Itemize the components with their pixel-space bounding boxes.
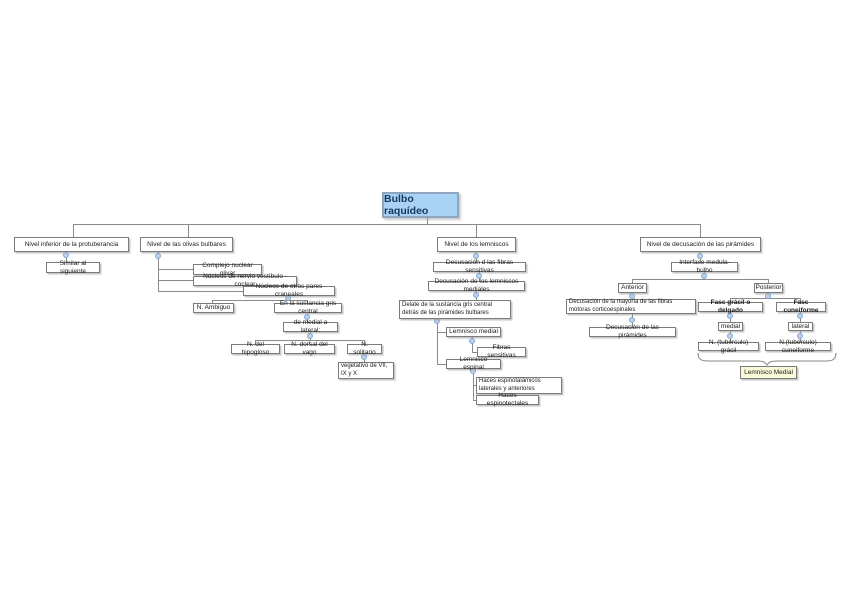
link-dot-icon xyxy=(629,293,635,299)
connector-line xyxy=(473,400,476,401)
link-dot-icon xyxy=(473,292,479,298)
node-decusacion-fibras-motoras: Decusación de la mayoría de las fibras m… xyxy=(566,299,696,314)
connector-line xyxy=(73,224,74,237)
node-decusacion-lemniscos-mediales: Decusación de los lemniscos mediales xyxy=(428,278,525,293)
connector-line xyxy=(476,224,477,237)
link-dot-icon xyxy=(304,314,310,320)
node-de-medial-a-lateral: de medial a lateral: xyxy=(283,319,338,334)
node-decusacion-de-las-piramides: Decusación de las pirámides xyxy=(589,324,676,339)
link-dot-icon xyxy=(361,354,367,360)
link-dot-icon xyxy=(727,313,733,319)
node-nivel-decusacion-piramides: Nivel de decusación de las pirámides xyxy=(640,237,761,252)
node-posterior: Posterior xyxy=(754,283,783,293)
connector-line xyxy=(472,352,477,353)
node-n-ambiguo: N. Ambiguo xyxy=(193,303,234,313)
connector-line xyxy=(158,252,159,291)
link-dot-icon xyxy=(697,253,703,259)
connector-line xyxy=(158,269,193,270)
link-dot-icon xyxy=(797,313,803,319)
node-interfase-medula-bulbo: Interfase medula-bulbo xyxy=(671,259,738,274)
connector-line xyxy=(632,279,768,280)
node-lemnisco-espinal: Lemnisco espinal xyxy=(446,356,501,371)
connector-line xyxy=(73,224,701,225)
node-fasc-gracil-delgado: Fasc grácil o delgado xyxy=(698,299,763,314)
node-lateral: lateral xyxy=(788,322,813,331)
connector-line xyxy=(307,300,308,303)
connector-line xyxy=(188,224,189,237)
link-dot-icon xyxy=(701,273,707,279)
node-vegetativo-vii-ix-x: vegetativo de VII, IX y X xyxy=(338,362,394,379)
node-decusacion-fibras-sensitivas: Decusación d las fibras sensitivas xyxy=(433,259,526,274)
node-similar-al-siguiente: Similar al siguiente xyxy=(46,260,100,275)
node-medial: medial xyxy=(718,322,743,331)
node-n-del-hipogloso: N. del hipogloso xyxy=(231,341,280,356)
connector-line xyxy=(437,319,438,364)
connector-line xyxy=(364,340,365,344)
link-dot-icon xyxy=(727,333,733,339)
node-n-solitario: N. solitario xyxy=(347,341,382,356)
node-n-tuberculo-gracil: N. (tubérculo) grácil xyxy=(698,339,759,354)
connector-line xyxy=(158,291,243,292)
connector-line xyxy=(212,300,307,301)
connector-line xyxy=(427,218,428,225)
connector-line xyxy=(212,300,213,303)
connector-line xyxy=(158,280,193,281)
link-dot-icon xyxy=(155,253,161,259)
node-complejo-nuclear-olivar: Complejo nuclear olivar xyxy=(193,262,262,277)
link-dot-icon xyxy=(473,253,479,259)
node-fasc-cuneiforme: Fasc cuneiforme xyxy=(776,299,826,314)
node-nivel-olivas-bulbares: Nivel de las olivas bulbares xyxy=(140,237,233,252)
connector-line xyxy=(632,279,633,283)
connector-line xyxy=(800,298,801,302)
link-dot-icon xyxy=(63,252,69,258)
connector-line xyxy=(255,340,256,344)
link-dot-icon xyxy=(476,273,482,279)
connector-line xyxy=(472,337,473,352)
connector-line xyxy=(473,369,474,400)
link-dot-icon xyxy=(629,317,635,323)
node-sustancia-gris-central: En la sustancia gris central xyxy=(274,300,342,315)
node-anterior: Anterior xyxy=(618,283,647,293)
node-nivel-inferior-protuberancia: Nivel inferior de la protuberancia xyxy=(14,237,129,252)
node-n-tuberculo-cuneiforme: N.(tubérculo) cuneiforme xyxy=(765,339,831,354)
node-bulbo-raquideo: Bulbo raquídeo xyxy=(382,192,459,218)
curly-brace xyxy=(697,352,837,366)
node-nivel-lemniscos: Nivel de los lemniscos xyxy=(437,237,516,252)
node-nucleos-vestibulo-coclear: Núcleos de nervio vestíbulo -coclear xyxy=(193,273,297,288)
node-nucleos-otros-pares-craneales: Núcleos de otros pares craneales xyxy=(243,283,335,298)
node-haces-espinotalamicos: Haces espinotalámicos laterales y anteri… xyxy=(476,377,562,394)
node-lemnisco-medial-resultado: Lemnisco Medial xyxy=(740,366,797,379)
connector-line xyxy=(437,364,446,365)
link-dot-icon xyxy=(469,338,475,344)
connector-line xyxy=(700,224,701,237)
node-n-dorsal-del-vago: N. dorsal del vago xyxy=(284,341,335,356)
connector-line xyxy=(309,340,310,344)
node-haces-espinotectales: Haces espinotectales xyxy=(476,392,539,407)
link-dot-icon xyxy=(797,333,803,339)
node-fibras-sensitivas: Fibras sensitivas xyxy=(477,344,526,359)
connector-line xyxy=(473,385,476,386)
node-lemnisco-medial: Lemnisco medial xyxy=(446,327,501,337)
connector-line xyxy=(730,298,800,299)
link-dot-icon xyxy=(307,333,313,339)
connector-line xyxy=(437,332,446,333)
connector-line xyxy=(730,298,731,302)
node-delante-sustancia-gris: Delate de la sustancia gris central detr… xyxy=(399,300,511,319)
link-dot-icon xyxy=(765,293,771,299)
connector-line xyxy=(768,279,769,283)
